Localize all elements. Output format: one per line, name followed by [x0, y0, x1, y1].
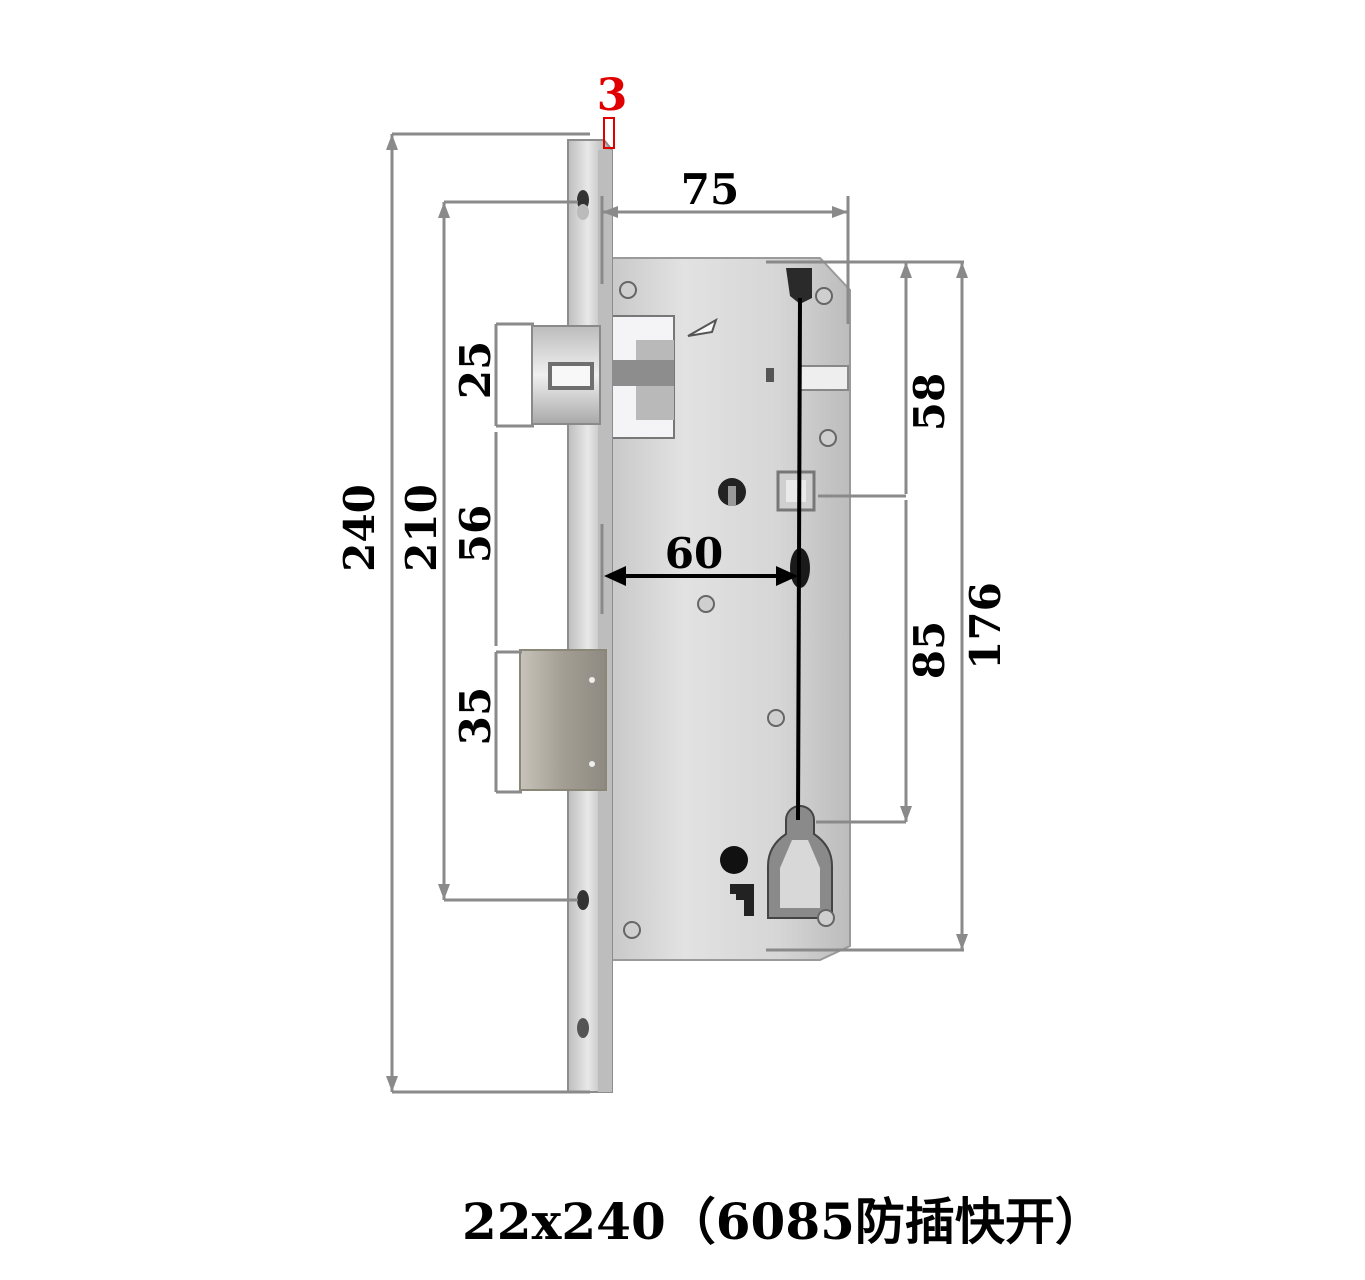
dimension-arrows	[386, 134, 968, 1092]
backset-arrow	[604, 566, 798, 586]
lock-case	[611, 257, 851, 961]
dead-bolt	[519, 649, 607, 791]
latch-bolt	[531, 325, 601, 425]
screw-spacing-label: 210	[397, 484, 446, 572]
total-length-label: 240	[335, 484, 384, 572]
latch-to-bolt-label: 56	[451, 505, 500, 563]
faceplate-thickness-label: 3	[597, 70, 628, 121]
case-height-label: 176	[961, 582, 1010, 670]
backset-label: 60	[665, 529, 723, 578]
latch-height-label: 25	[451, 341, 500, 399]
center-line	[796, 297, 802, 821]
dimension-lines	[390, 132, 964, 1094]
backset-case-label: 75	[681, 165, 739, 214]
faceplate	[567, 139, 613, 1093]
bolt-height-label: 35	[451, 687, 500, 745]
thickness-marker	[603, 117, 615, 149]
model-caption: 22x240（6085防插快开）	[462, 1192, 1105, 1251]
center-distance-label: 85	[905, 621, 954, 679]
upper-offset-label: 58	[905, 373, 954, 431]
